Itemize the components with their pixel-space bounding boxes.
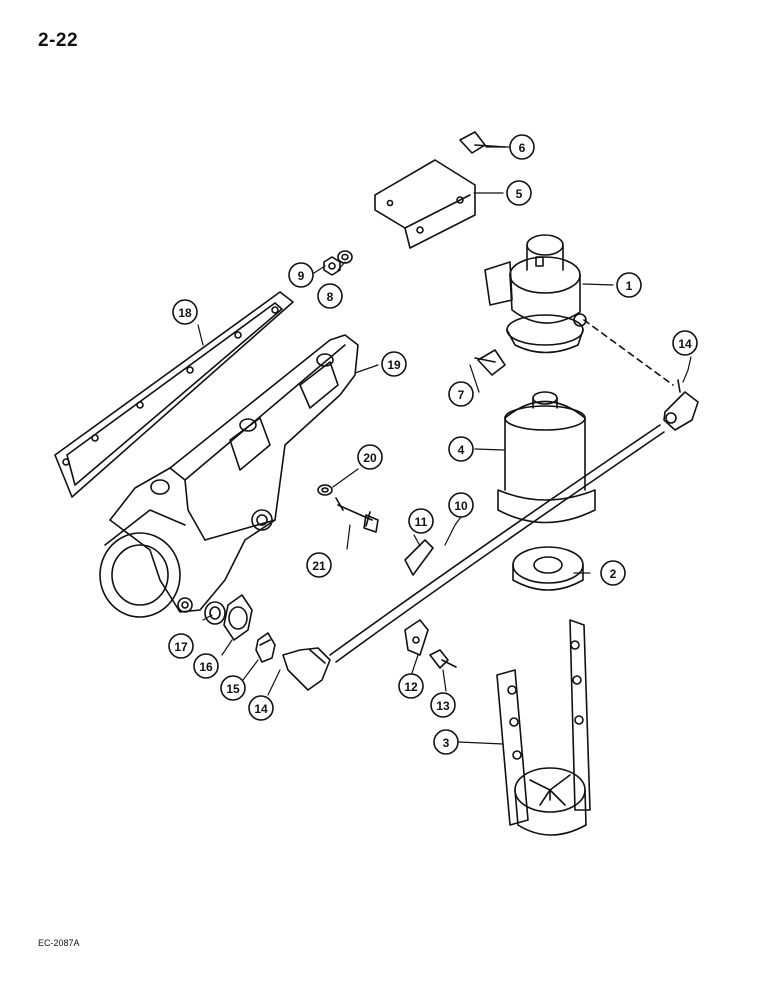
svg-text:13: 13 [436, 699, 450, 713]
svg-text:21: 21 [312, 559, 326, 573]
callout-17: 17 [168, 633, 194, 659]
svg-text:19: 19 [387, 358, 401, 372]
callout-21: 21 [306, 552, 332, 578]
dashed-connection-line [583, 319, 674, 386]
callout-11: 11 [408, 508, 434, 534]
bolt-6-part [459, 131, 506, 154]
bolt-7-part [474, 349, 506, 376]
svg-text:6: 6 [519, 141, 526, 155]
callout-6: 6 [509, 134, 535, 160]
sleeve-part [404, 539, 434, 576]
callout-19: 19 [381, 351, 407, 377]
callout-20: 20 [357, 444, 383, 470]
washer-17-part [204, 601, 226, 625]
washer-8-part [337, 250, 353, 264]
leader-lines [197, 146, 692, 745]
svg-text:18: 18 [178, 306, 192, 320]
svg-text:14: 14 [254, 702, 268, 716]
filter-canister-part [497, 391, 596, 524]
svg-text:5: 5 [516, 187, 523, 201]
gasket-part [54, 291, 294, 498]
nut-9-part [323, 256, 341, 276]
callout-4: 4 [448, 436, 474, 462]
callout-18: 18 [172, 299, 198, 325]
fitting-15-part [255, 632, 276, 663]
callout-7: 7 [448, 381, 474, 407]
manifold-part [99, 334, 359, 618]
svg-text:17: 17 [174, 640, 188, 654]
svg-text:3: 3 [443, 736, 450, 750]
svg-text:12: 12 [404, 680, 418, 694]
svg-text:14: 14 [678, 337, 692, 351]
callout-12: 12 [398, 673, 424, 699]
bolt-21-part [335, 497, 379, 533]
callout-13: 13 [430, 692, 456, 718]
bracket-part [374, 159, 476, 249]
callout-1: 1 [616, 272, 642, 298]
svg-text:2: 2 [610, 567, 617, 581]
seal-ring-part [512, 546, 584, 591]
svg-text:1: 1 [626, 279, 633, 293]
svg-text:4: 4 [458, 443, 465, 457]
svg-text:7: 7 [458, 388, 465, 402]
callout-3: 3 [433, 729, 459, 755]
callout-2: 2 [600, 560, 626, 586]
figure-code: EC-2087A [38, 938, 80, 948]
callout-16: 16 [193, 653, 219, 679]
svg-text:20: 20 [363, 451, 377, 465]
callout-14-upper: 14 [672, 330, 698, 356]
svg-text:16: 16 [199, 660, 213, 674]
bolt-13-part [429, 649, 457, 669]
filter-head-part [484, 234, 587, 354]
svg-text:15: 15 [226, 682, 240, 696]
svg-text:8: 8 [327, 290, 334, 304]
svg-text:10: 10 [454, 499, 468, 513]
callout-15: 15 [220, 675, 246, 701]
plug-16-part [223, 594, 253, 641]
washer-20-part [317, 484, 333, 496]
callout-10: 10 [448, 492, 474, 518]
tube-part [329, 424, 665, 663]
elbow-fitting-lower-part [282, 647, 331, 691]
callout-9: 9 [288, 262, 314, 288]
elbow-fitting-upper-part [663, 379, 699, 431]
page-number: 2-22 [38, 30, 79, 51]
callout-8: 8 [317, 283, 343, 309]
clip-part [404, 619, 429, 656]
svg-text:9: 9 [298, 269, 305, 283]
callout-14-lower: 14 [248, 695, 274, 721]
strap-bracket-part [496, 619, 591, 836]
svg-text:11: 11 [415, 515, 428, 529]
callout-5: 5 [506, 180, 532, 206]
